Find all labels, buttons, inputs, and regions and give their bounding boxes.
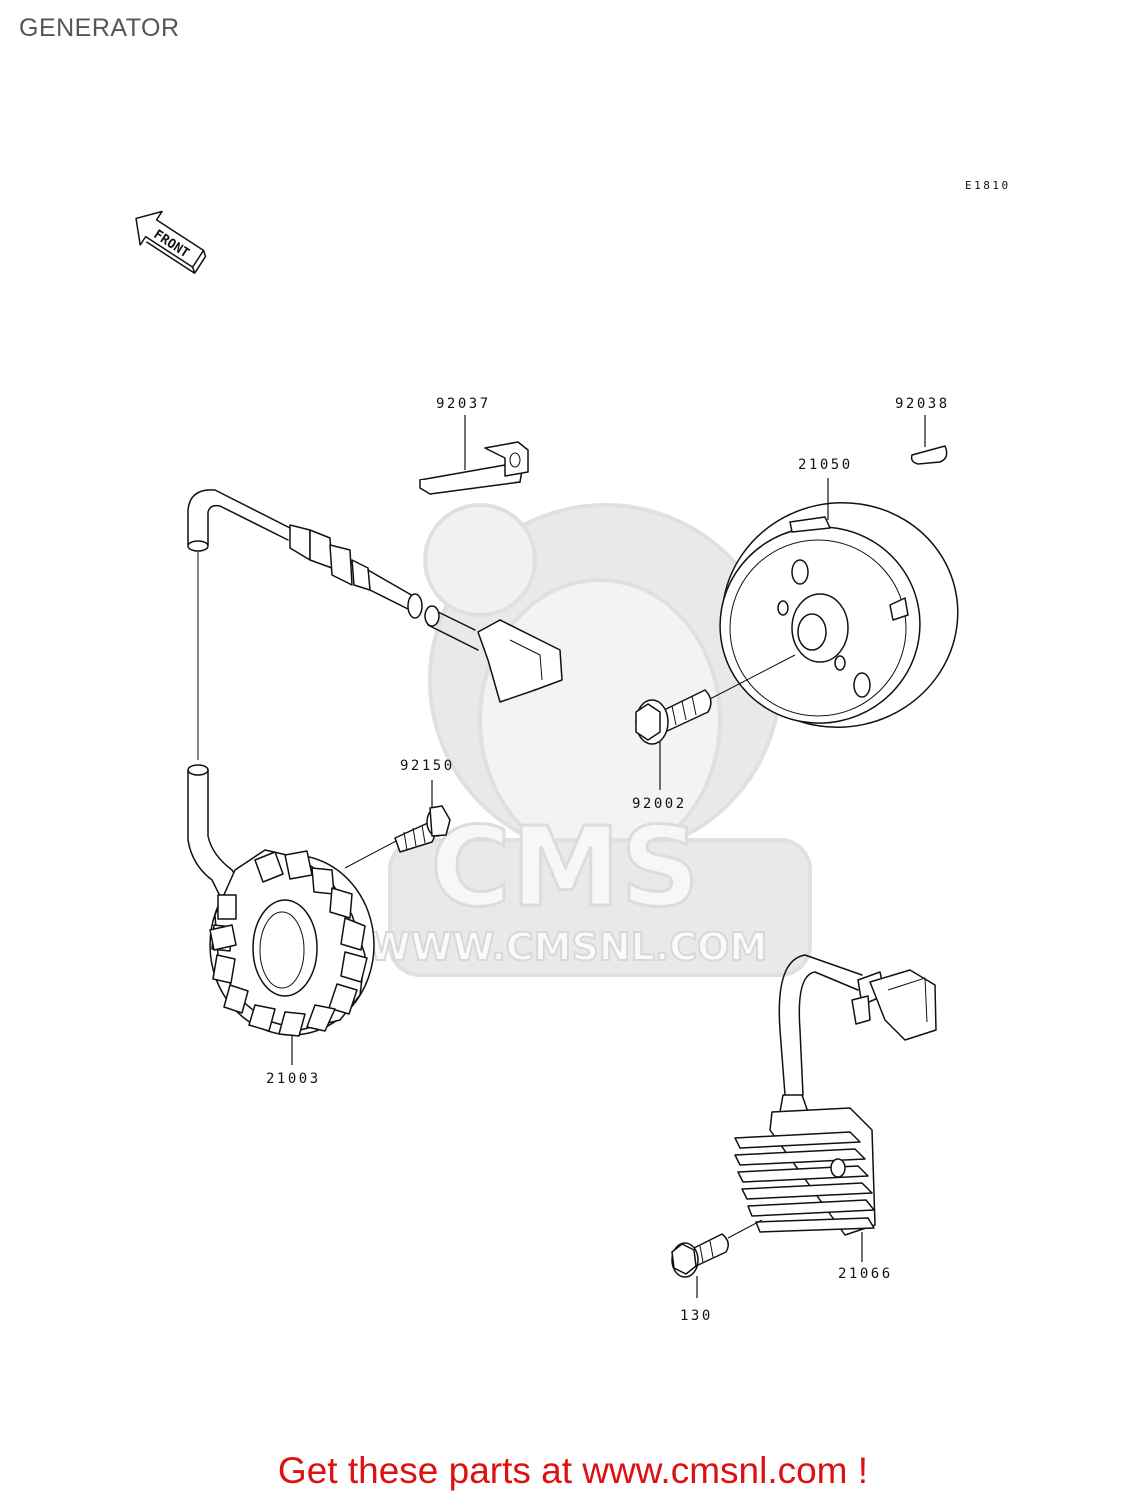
part-label-92038: 92038 [895, 396, 950, 412]
part-label-130: 130 [680, 1308, 713, 1324]
rotor-21050 [719, 478, 959, 729]
drawing-code: E1810 [965, 179, 1011, 192]
key-92038 [910, 415, 948, 465]
watermark-brand: CMS [430, 803, 699, 931]
cms-watermark: CMS WWW.CMSNL.COM [368, 503, 812, 977]
front-arrow-icon: FRONT [135, 210, 207, 274]
page-title: GENERATOR [19, 14, 180, 42]
part-label-21003: 21003 [266, 1071, 321, 1087]
parts-diagram: CMS WWW.CMSNL.COM E1810 FRONT 92037 9203… [135, 179, 1011, 1324]
regulator-21066 [734, 954, 937, 1262]
bolt-92002 [635, 654, 796, 790]
part-label-21066: 21066 [838, 1266, 893, 1282]
part-label-92002: 92002 [632, 796, 687, 812]
bolt-130 [671, 1219, 763, 1298]
part-label-92037: 92037 [436, 396, 491, 412]
bolt-92150 [344, 780, 451, 869]
get-parts-link[interactable]: Get these parts at www.cmsnl.com ! [277, 1450, 869, 1491]
stator-harness [187, 489, 563, 901]
part-label-21050: 21050 [798, 457, 853, 473]
part-label-92150: 92150 [400, 758, 455, 774]
clamp-92037 [419, 415, 529, 495]
stator-21003 [209, 849, 375, 1065]
watermark-url: WWW.CMSNL.COM [369, 925, 768, 969]
